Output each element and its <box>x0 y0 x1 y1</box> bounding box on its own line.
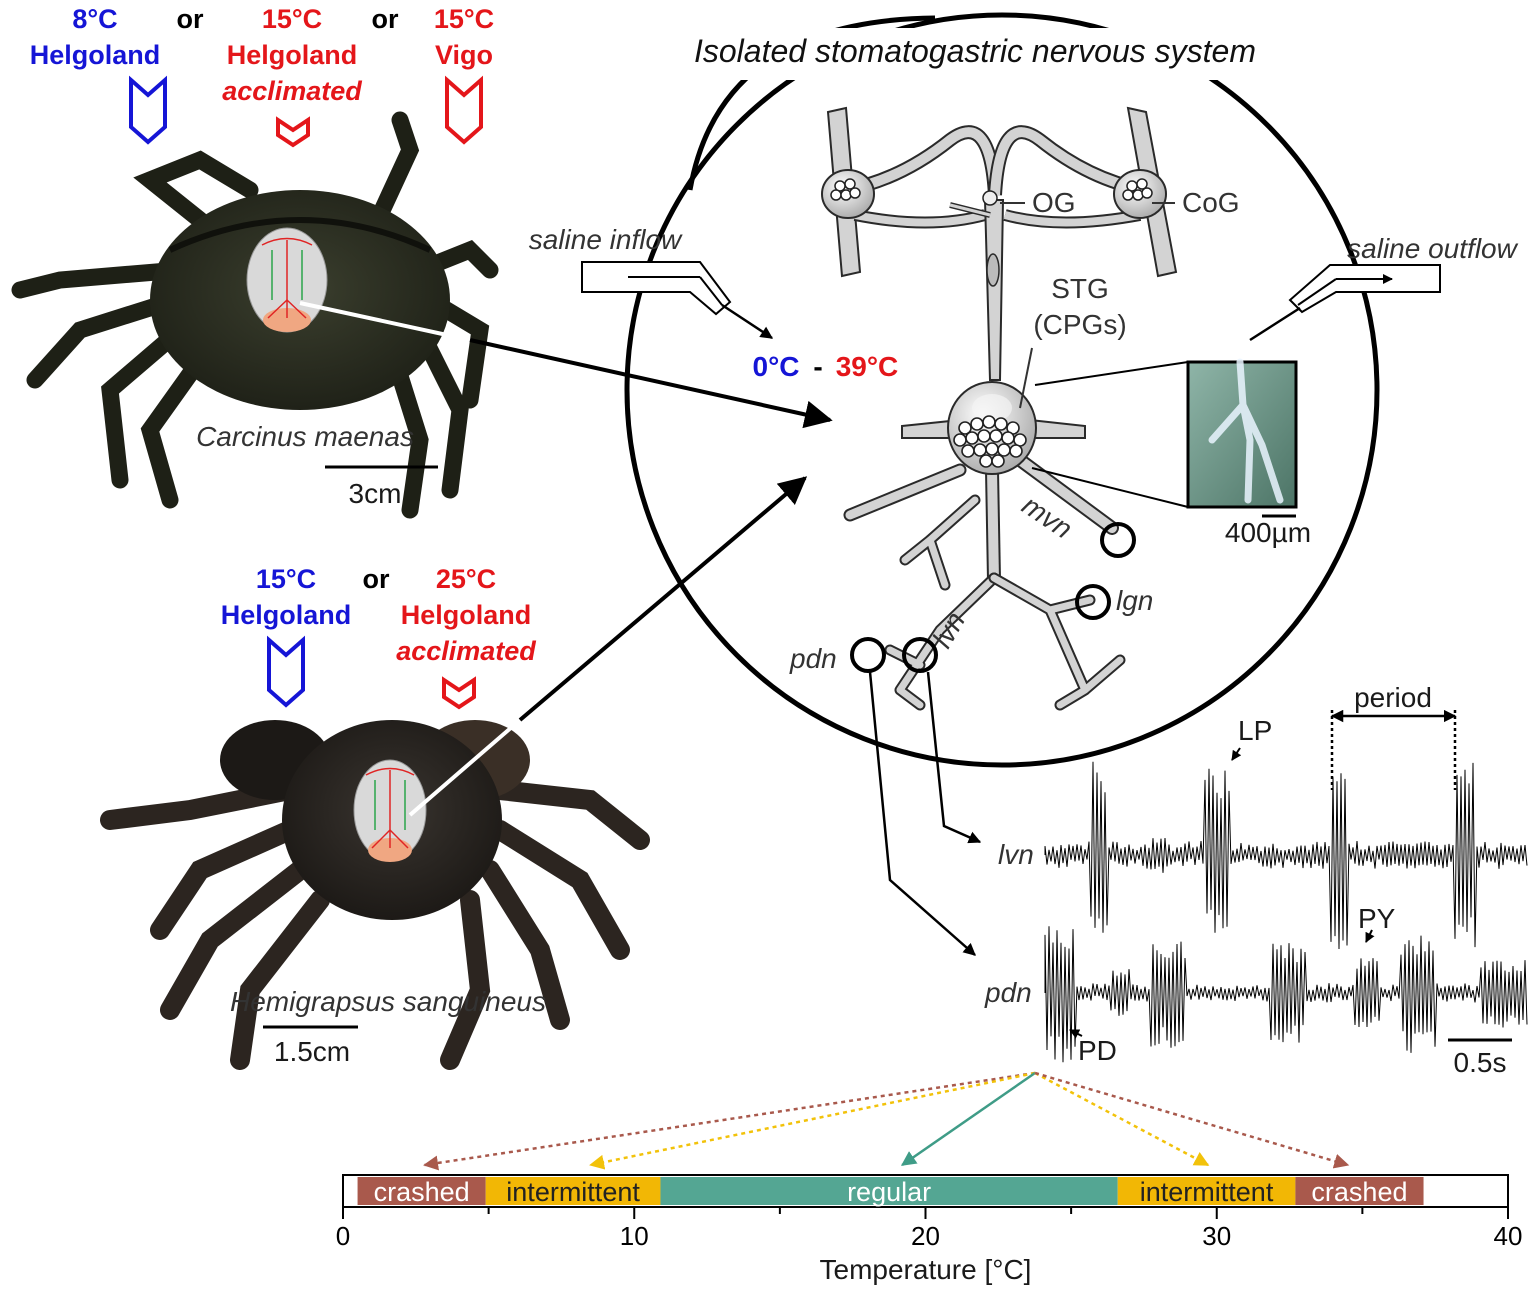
segment-regular <box>660 1177 1118 1205</box>
trace-label-pdn: pdn <box>984 977 1032 1008</box>
electrode-lgn <box>1075 584 1111 620</box>
or-label: or <box>363 564 390 594</box>
stns-schematic <box>821 106 1178 711</box>
carcinus-photo <box>11 111 499 519</box>
or-label: or <box>177 4 204 34</box>
dish-circle <box>624 12 1380 768</box>
cpgs-label: (CPGs) <box>1033 309 1126 340</box>
temperature-chart: crashed intermittent regular intermittent cr… <box>336 1071 1523 1285</box>
saline-inflow: saline inflow <box>529 224 774 340</box>
cond-temp: 15°C <box>262 4 322 34</box>
temp-low: 0°C <box>753 351 800 382</box>
og-label: OG <box>1032 187 1076 218</box>
chart-xlabel: Temperature [°C] <box>820 1254 1032 1285</box>
cond-temp: 8°C <box>72 4 117 34</box>
state-arrow <box>1034 1071 1350 1169</box>
pdn-connector <box>868 671 976 956</box>
state-arrow <box>1034 1071 1210 1167</box>
arrow-carcinus <box>469 338 833 429</box>
electrode-lvn <box>902 637 938 673</box>
cond-temp: 15°C <box>434 4 494 34</box>
arrow-hemigrapsus <box>518 476 808 722</box>
cond-place: Helgoland <box>30 40 161 70</box>
segment-intermittent <box>485 1177 661 1205</box>
cond-temp: 15°C <box>256 564 316 594</box>
state-arrows <box>423 1071 1350 1171</box>
state-arrow <box>423 1071 1036 1171</box>
cond-note: acclimated <box>396 636 536 666</box>
x-tick-label: 10 <box>620 1221 649 1251</box>
diagram-title: Isolated stomatogastric nervous system <box>694 33 1256 69</box>
state-arrow <box>589 1071 1036 1170</box>
or-label: or <box>372 4 399 34</box>
stg-label: STG <box>1051 273 1109 304</box>
electrode-mvn <box>1100 522 1136 558</box>
pd-label: PD <box>1078 1035 1117 1066</box>
scale-label: 3cm <box>349 478 402 509</box>
temp-sep: - <box>813 351 822 382</box>
segment-crashed <box>1295 1177 1424 1205</box>
segment-label: crashed <box>374 1177 470 1207</box>
cond-place: Helgoland <box>227 40 358 70</box>
chart-segments: crashed intermittent regular intermittent cr… <box>357 1177 1424 1207</box>
title-backdrop <box>640 28 1360 80</box>
cond-place: Helgoland <box>401 600 532 630</box>
species-name-hemigrapsus: Hemigrapsus sanguineus <box>230 986 546 1017</box>
cond-note: acclimated <box>222 76 362 106</box>
lp-label: LP <box>1238 715 1272 746</box>
segment-label: intermittent <box>506 1177 640 1207</box>
state-arrow <box>900 1071 1036 1167</box>
electrode-pdn <box>850 637 886 673</box>
species-name-carcinus: Carcinus maenas <box>196 421 414 452</box>
x-tick-label: 20 <box>911 1221 940 1251</box>
period-label: period <box>1354 682 1432 713</box>
chevrons <box>129 75 483 710</box>
segment-label: regular <box>847 1177 931 1207</box>
py-label: PY <box>1358 903 1396 934</box>
chevron-icon <box>442 676 476 710</box>
stg-photo: 400µm <box>1031 358 1311 548</box>
temp-range: 0°C - 39°C <box>753 351 899 382</box>
lvn-trace <box>1044 761 1528 950</box>
x-tick-label: 30 <box>1202 1221 1231 1251</box>
cond-place: Helgoland <box>221 600 352 630</box>
lgn-label: lgn <box>1116 585 1153 616</box>
saline-outflow: saline outflow <box>1249 233 1519 342</box>
x-tick-label: 0 <box>336 1221 350 1251</box>
pdn-label: pdn <box>789 643 837 674</box>
pdn-trace <box>1044 926 1528 1063</box>
segment-crashed <box>357 1177 486 1205</box>
photo-scale-label: 400µm <box>1225 517 1311 548</box>
saline-inflow-label: saline inflow <box>529 224 683 255</box>
time-scale-label: 0.5s <box>1454 1047 1507 1078</box>
segment-label: crashed <box>1311 1177 1407 1207</box>
cog-label: CoG <box>1182 187 1240 218</box>
hemigrapsus-conditions: 15°C Helgoland or 25°C Helgoland acclima… <box>221 564 537 666</box>
segment-label: intermittent <box>1140 1177 1274 1207</box>
stg-leader <box>1019 347 1033 409</box>
trace-label-lvn: lvn <box>998 839 1034 870</box>
cond-place: Vigo <box>435 40 493 70</box>
carcinus-conditions: 8°C Helgoland or 15°C Helgoland acclimat… <box>30 4 494 106</box>
x-tick-label: 40 <box>1494 1221 1523 1251</box>
hemigrapsus-photo <box>100 718 650 1070</box>
recordings: lvn pdn LP PY PD period 0.5s <box>984 682 1528 1078</box>
saline-outflow-label: saline outflow <box>1347 233 1518 264</box>
lvn-connector <box>926 671 982 844</box>
chevron-icon <box>445 75 483 145</box>
chevron-icon <box>129 75 167 145</box>
segment-intermittent <box>1117 1177 1296 1205</box>
chevron-icon <box>267 635 305 708</box>
cond-temp: 25°C <box>436 564 496 594</box>
chart-ticks: 0 10 20 30 40 <box>336 1207 1523 1251</box>
chevron-icon <box>276 116 310 148</box>
temp-high: 39°C <box>836 351 899 382</box>
scale-label: 1.5cm <box>274 1036 350 1067</box>
